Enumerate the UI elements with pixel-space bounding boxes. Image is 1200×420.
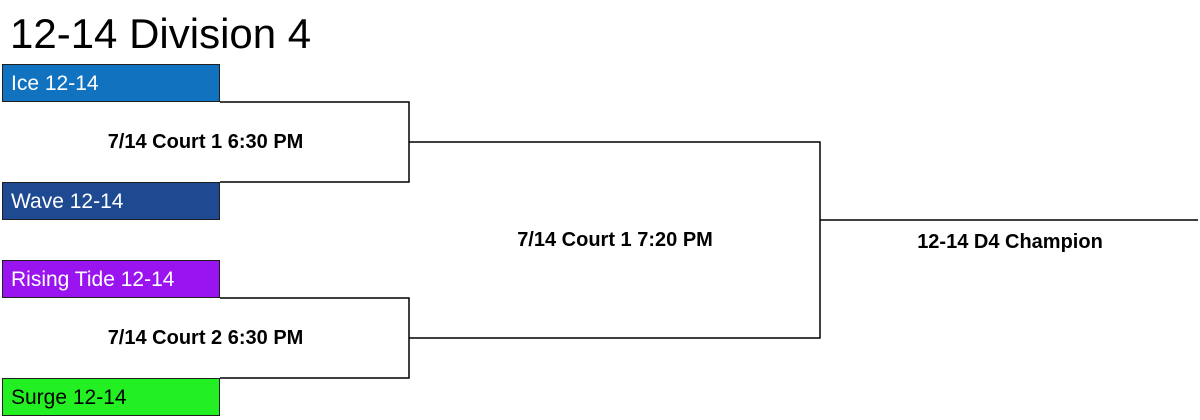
game-1-label: 7/14 Court 1 6:30 PM: [107, 131, 304, 153]
game-2-label: 7/14 Court 2 6:30 PM: [107, 327, 304, 349]
final-game-label: 7/14 Court 1 7:20 PM: [517, 229, 713, 251]
team-rising-tide: Rising Tide 12-14: [2, 260, 220, 298]
team-wave: Wave 12-14: [2, 182, 220, 220]
team-ice: Ice 12-14: [2, 64, 220, 102]
final-bracket: [409, 141, 821, 339]
page-title: 12-14 Division 4: [10, 10, 312, 57]
champion-label: 12-14 D4 Champion: [917, 231, 1103, 253]
team-surge: Surge 12-14: [2, 378, 220, 416]
